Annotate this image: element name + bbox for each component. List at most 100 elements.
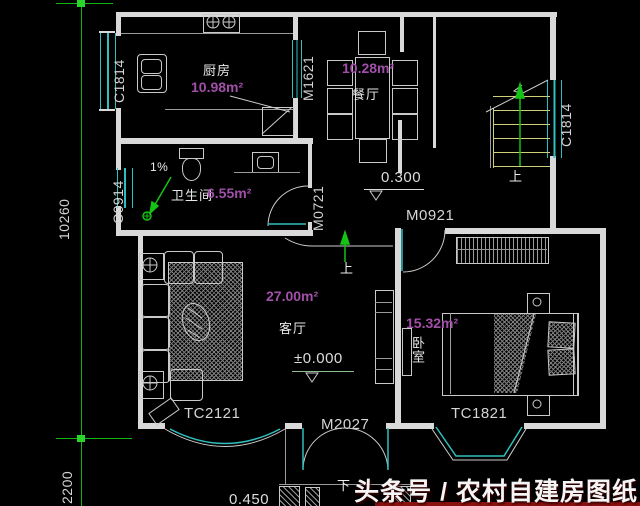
mark-stair-up: 上 [509,169,523,184]
label-bathroom-window: C0914 [110,180,126,224]
bay-window-poly-outer [431,428,527,461]
nightstand [527,293,550,314]
room-area-dining: 10.28m² [342,60,395,76]
wall-segment [395,228,401,428]
porch-pillar [279,486,300,506]
dining-chair [392,60,418,86]
wall-segment [138,236,143,428]
bay-window-arc-inner [169,428,281,445]
kitchen-sliding-door [292,40,302,98]
label-bedroom-door: M0921 [406,207,455,224]
wall-segment [550,228,606,234]
porch-side-line [285,429,286,485]
dimension-line-vertical [81,2,82,506]
bathroom-window [117,168,133,208]
wall-segment [550,12,556,80]
wardrobe [456,237,549,264]
floor-drain-icon [142,211,152,221]
dimension-tick-middle [56,438,132,439]
bathroom-door-arc [267,185,309,227]
wall-segment [293,98,298,144]
sofa-seat [164,251,194,284]
bedroom-door-arc [402,229,446,273]
room-name-living: 客厅 [279,321,308,336]
bed-footboard-line [450,313,451,394]
toilet-bowl [182,158,201,181]
wall-segment [308,144,312,188]
level-line [292,371,354,372]
watermark-text: 头条号 / 农村自建房图纸 [354,478,638,506]
hall-step-edge [284,237,393,247]
kitchen-counter-edge [165,109,293,110]
bedroom-tv [402,328,412,376]
room-area-kitchen: 10.98m² [191,79,244,95]
pillow [547,321,576,349]
dimension-cross-middle [77,435,85,442]
dimension-cross-top [77,0,85,7]
wall-segment [524,423,606,429]
watermark-bar [375,502,640,506]
washbasin-bowl [257,156,274,169]
stair-treads [493,96,550,169]
entry-door-arc [302,427,346,471]
sofa-seat [194,251,223,284]
level-porch: 0.450 [229,491,270,506]
window-sill [99,109,115,111]
fridge [262,107,294,136]
slope-arrow [152,176,172,209]
bay-window-poly-inner [435,426,523,457]
tv-cabinet [375,290,394,384]
dining-chair [392,114,418,140]
wall-segment [116,12,557,17]
label-kitchen-window: C1814 [111,59,127,103]
room-name-kitchen: 厨房 [203,63,232,78]
pillow [547,348,576,376]
sink-basin [141,75,162,90]
wall-segment [433,12,436,148]
label-living-bay-window: TC2121 [184,405,241,422]
window-sill [99,31,115,33]
side-table [139,371,164,399]
mark-hall-up: 上 [340,261,354,276]
wall-segment [285,423,302,429]
dining-chair [327,114,353,140]
dimension-value-overall: 10260 [56,198,72,240]
dining-chair [327,88,353,114]
label-entry-door: M2027 [321,416,370,433]
room-area-living: 27.00m² [266,288,319,304]
wardrobe-rail [456,249,547,250]
bathroom-counter-edge [234,172,300,173]
room-area-bedroom: 15.32m² [406,315,459,331]
wall-segment [116,206,121,236]
level-living: ±0.000 [294,350,343,367]
level-triangle [305,372,319,383]
mark-floor-slope: 1% [150,160,169,174]
wall-segment [116,138,313,144]
wall-segment [600,228,606,428]
room-name-bedroom: 卧室 [410,336,425,364]
label-bathroom-door: M0721 [310,185,326,231]
dining-chair [327,60,353,86]
wall-segment [138,423,165,429]
stove [203,14,240,33]
entry-door-arc [344,427,389,471]
wall-segment [445,228,550,234]
level-triangle [369,190,383,201]
porch-pillar [391,486,411,506]
wall-segment [293,12,298,40]
label-bedroom-bay-window: TC1821 [451,405,508,422]
room-name-dining: 餐厅 [352,87,381,102]
kitchen-counter-edge [121,33,293,34]
tv-cabinet-line [375,302,392,303]
stair-stringer [493,108,494,168]
wall-segment [398,120,402,173]
level-line [364,189,424,190]
wall-segment [116,12,121,36]
porch-edge [279,484,410,485]
bed [442,313,578,396]
sofa-seat [141,317,170,350]
tv-cabinet-line [375,369,392,370]
nightstand [527,395,550,416]
sink-basin [141,59,162,74]
